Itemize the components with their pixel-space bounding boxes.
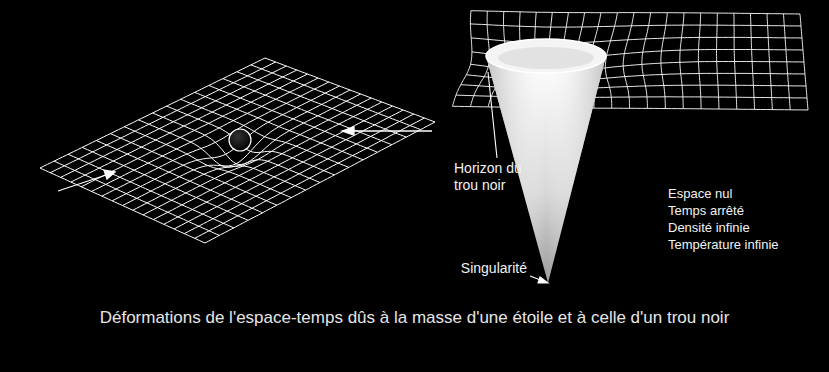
grid-line — [195, 92, 363, 159]
grid-line — [205, 122, 435, 243]
property-note: Densité infinie — [668, 220, 750, 236]
grid-line — [195, 118, 425, 238]
singularity-label: Singularité — [461, 260, 527, 277]
grid-line — [181, 99, 349, 167]
grid-line — [642, 13, 651, 109]
grid-line — [661, 13, 667, 109]
grid-line — [623, 13, 634, 109]
property-note: Température infinie — [668, 237, 779, 253]
grid-line — [237, 72, 406, 137]
figure-caption: Déformations de l'espace-temps dûs à la … — [100, 308, 730, 328]
grid-line — [167, 106, 335, 175]
grid-line — [164, 106, 393, 224]
property-note: Espace nul — [668, 186, 732, 202]
grid-line — [133, 94, 361, 210]
grid-line — [265, 58, 435, 122]
grid-line — [470, 24, 801, 27]
horizon-ellipse — [486, 39, 606, 73]
grid-line — [209, 86, 378, 153]
grid-line — [717, 13, 719, 109]
grid-line — [153, 113, 321, 183]
grid-line — [143, 98, 371, 215]
grid-line — [153, 102, 382, 220]
grid-line — [174, 110, 403, 229]
grid-line — [453, 11, 472, 107]
grid-line — [184, 114, 413, 234]
property-note: Temps arrêté — [668, 203, 744, 219]
grid-line — [698, 13, 701, 109]
grid-line — [471, 11, 800, 14]
star-sphere — [229, 129, 251, 151]
grid-line — [123, 90, 351, 206]
pointer-arrows — [58, 127, 432, 191]
grid-line — [680, 13, 684, 109]
grid-line — [102, 82, 329, 196]
horizon-label: Horizon du trou noir — [454, 160, 534, 194]
flat-grid — [40, 58, 435, 243]
horizon-inner — [498, 47, 594, 69]
grid-line — [605, 13, 617, 109]
grid-line — [112, 86, 339, 201]
grid-line — [251, 65, 421, 130]
